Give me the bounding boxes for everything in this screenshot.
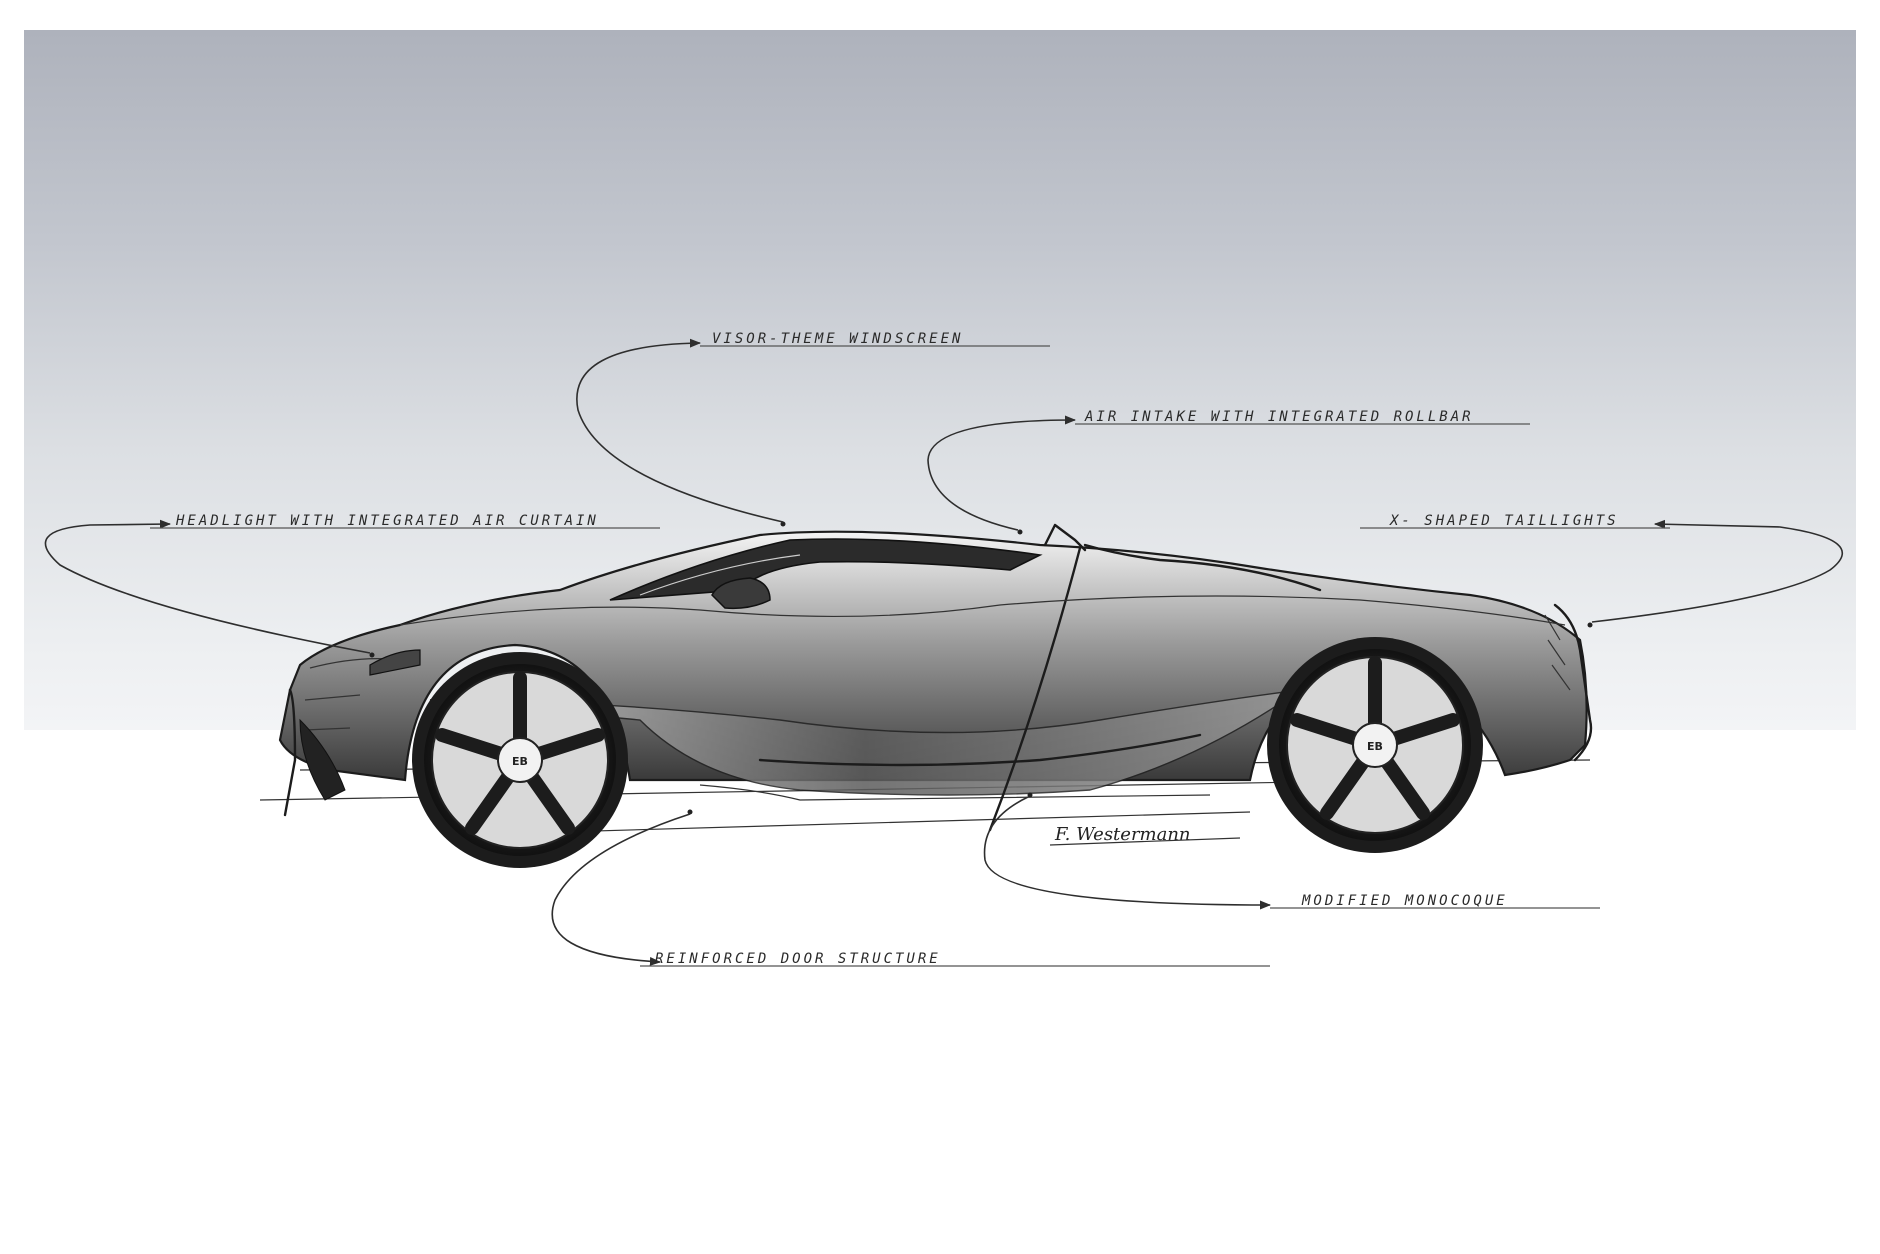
car-body xyxy=(278,523,1593,832)
callout-air-intake: AIR INTAKE WITH INTEGRATED ROLLBAR xyxy=(927,409,1530,535)
callout-monocoque: MODIFIED MONOCOQUE xyxy=(983,792,1600,910)
callout-air-intake-label: AIR INTAKE WITH INTEGRATED ROLLBAR xyxy=(1084,409,1474,425)
callout-door: REINFORCED DOOR STRUCTURE xyxy=(551,809,1270,967)
rear-wheel: EB xyxy=(1267,637,1483,853)
designer-signature: F. Westermann xyxy=(1054,824,1191,845)
callout-door-label: REINFORCED DOOR STRUCTURE xyxy=(655,951,941,967)
callout-headlight-label: HEADLIGHT WITH INTEGRATED AIR CURTAIN xyxy=(175,513,599,529)
callout-headlight: HEADLIGHT WITH INTEGRATED AIR CURTAIN xyxy=(44,513,660,658)
front-wheel-logo: EB xyxy=(512,755,528,768)
callout-windscreen-label: VISOR-THEME WINDSCREEN xyxy=(712,331,963,347)
front-wheel: EB xyxy=(412,652,628,868)
callout-taillights-label: X- SHAPED TAILLIGHTS xyxy=(1389,513,1619,529)
rear-wheel-logo: EB xyxy=(1367,740,1383,753)
callout-taillights: X- SHAPED TAILLIGHTS xyxy=(1360,513,1843,628)
callout-windscreen: VISOR-THEME WINDSCREEN xyxy=(576,331,1050,527)
callout-monocoque-label: MODIFIED MONOCOQUE xyxy=(1301,893,1508,909)
